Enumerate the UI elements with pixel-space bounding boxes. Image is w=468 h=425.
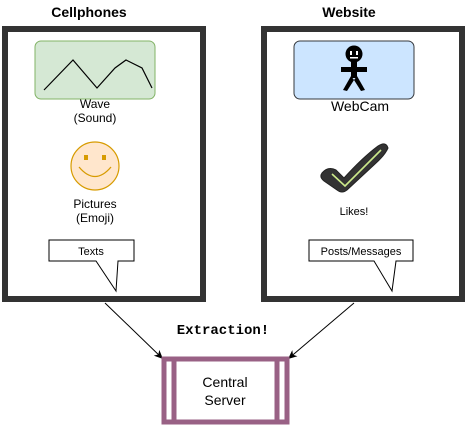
arrow-cellphones-to-server bbox=[104, 302, 164, 360]
website-panel[interactable] bbox=[261, 26, 465, 302]
smiley-emoji-icon[interactable] bbox=[70, 141, 120, 191]
posts-messages-callout-label: Posts/Messages bbox=[321, 246, 402, 258]
server-label-line1: Central bbox=[202, 374, 247, 390]
website-title: Website bbox=[322, 4, 376, 20]
texts-callout[interactable] bbox=[48, 239, 135, 293]
posts-messages-callout[interactable] bbox=[308, 239, 414, 293]
wave-label-line1: Wave bbox=[80, 97, 111, 111]
arrow-website-to-server bbox=[287, 302, 355, 360]
wave-label-line2: (Sound) bbox=[74, 111, 117, 125]
server-label-line2: Server bbox=[204, 392, 246, 408]
texts-callout-label: Texts bbox=[78, 246, 104, 258]
wave-icon bbox=[43, 59, 153, 91]
cellphones-panel[interactable] bbox=[2, 26, 206, 302]
pictures-label-line1: Pictures bbox=[73, 197, 116, 211]
cellphones-title: Cellphones bbox=[51, 4, 127, 20]
pictures-label-line2: (Emoji) bbox=[76, 211, 114, 225]
checkmark-icon[interactable] bbox=[320, 143, 389, 193]
wave-node[interactable] bbox=[34, 40, 156, 100]
webcam-node[interactable] bbox=[293, 40, 415, 100]
likes-label: Likes! bbox=[340, 206, 369, 218]
person-icon bbox=[341, 45, 367, 91]
central-server-node[interactable] bbox=[161, 356, 290, 425]
extraction-label: Extraction! bbox=[177, 323, 269, 339]
webcam-label: WebCam bbox=[331, 98, 389, 114]
wave-box bbox=[34, 40, 156, 100]
